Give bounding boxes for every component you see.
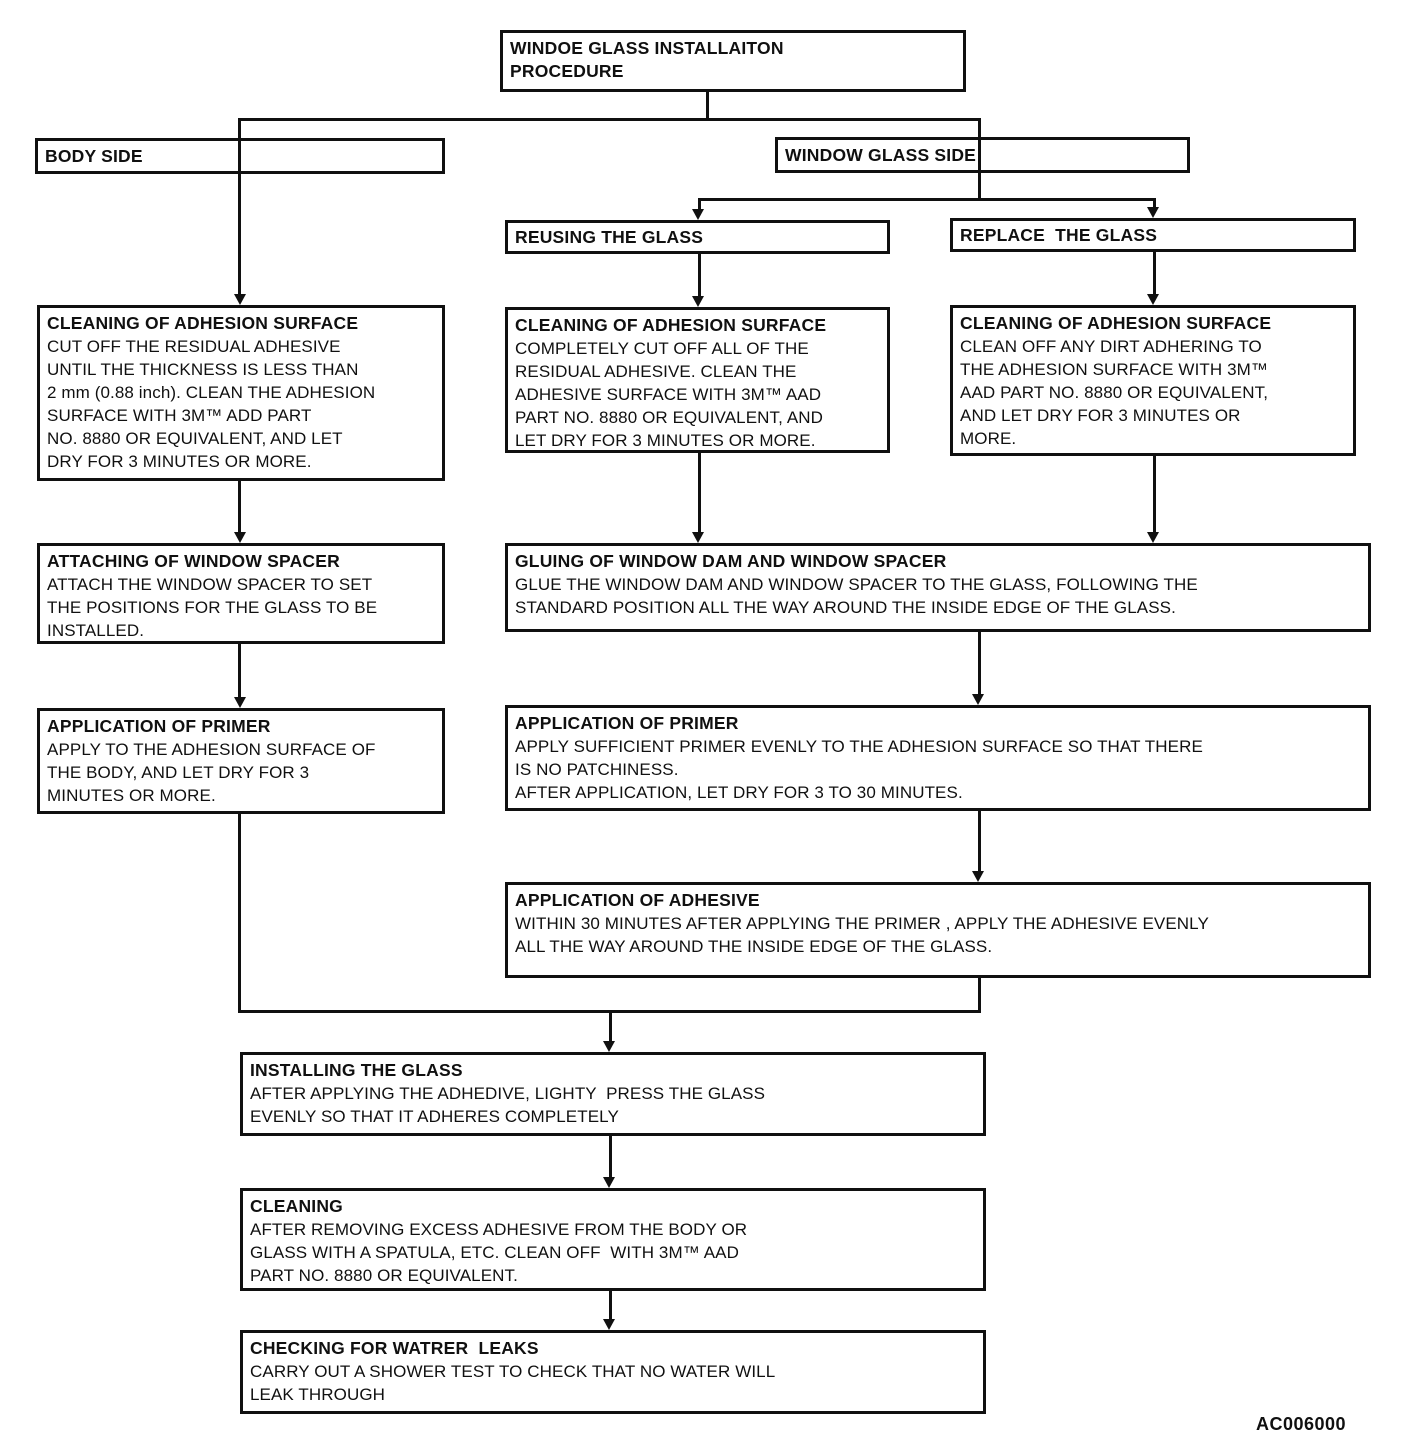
flow-box-cleaning-adhesion-body: CLEANING OF ADHESION SURFACE CUT OFF THE… (37, 305, 445, 481)
connector-line (1153, 456, 1156, 534)
connector-line (978, 811, 981, 873)
flow-box-application-primer-glass: APPLICATION OF PRIMER APPLY SUFFICIENT P… (505, 705, 1371, 811)
flow-box-cleaning-adhesion-replace: CLEANING OF ADHESION SURFACE CLEAN OFF A… (950, 305, 1356, 456)
connector-line (978, 978, 981, 1013)
connector-line (706, 92, 709, 121)
flow-box-application-adhesive: APPLICATION OF ADHESIVE WITHIN 30 MINUTE… (505, 882, 1371, 978)
node-heading: APPLICATION OF PRIMER (47, 716, 271, 736)
connector-line (1153, 198, 1156, 208)
node-body: APPLY SUFFICIENT PRIMER EVENLY TO THE AD… (515, 737, 1203, 802)
connector-line (698, 453, 701, 534)
node-heading: INSTALLING THE GLASS (250, 1060, 463, 1080)
connector-arrowhead (692, 296, 704, 307)
flow-box-installing-the-glass: INSTALLING THE GLASS AFTER APPLYING THE … (240, 1052, 986, 1136)
connector-line (698, 198, 701, 210)
flow-box-cleaning: CLEANING AFTER REMOVING EXCESS ADHESIVE … (240, 1188, 986, 1291)
node-heading: CLEANING OF ADHESION SURFACE (960, 313, 1272, 333)
node-body: GLUE THE WINDOW DAM AND WINDOW SPACER TO… (515, 575, 1198, 617)
flow-box-window-glass-side: WINDOW GLASS SIDE (775, 137, 1190, 173)
flow-box-checking-water-leaks: CHECKING FOR WATRER LEAKS CARRY OUT A SH… (240, 1330, 986, 1414)
node-body: APPLY TO THE ADHESION SURFACE OF THE BOD… (47, 740, 376, 805)
connector-arrowhead (603, 1041, 615, 1052)
connector-line (609, 1291, 612, 1321)
connector-arrowhead (603, 1177, 615, 1188)
node-heading: REUSING THE GLASS (515, 227, 704, 247)
connector-line (978, 632, 981, 696)
node-heading: CLEANING OF ADHESION SURFACE (515, 315, 827, 335)
node-body: COMPLETELY CUT OFF ALL OF THE RESIDUAL A… (515, 339, 824, 450)
flow-box-gluing-window-dam-spacer: GLUING OF WINDOW DAM AND WINDOW SPACER G… (505, 543, 1371, 632)
connector-arrowhead (234, 294, 246, 305)
connector-arrowhead (972, 694, 984, 705)
node-heading: WINDOW GLASS SIDE (785, 145, 977, 165)
node-body: AFTER APPLYING THE ADHEDIVE, LIGHTY PRES… (250, 1084, 766, 1126)
connector-line (609, 1010, 612, 1043)
connector-arrowhead (1147, 207, 1159, 218)
flow-box-title: WINDOE GLASS INSTALLAITON PROCEDURE (500, 30, 966, 92)
connector-line (978, 118, 981, 201)
node-body: AFTER REMOVING EXCESS ADHESIVE FROM THE … (250, 1220, 748, 1285)
node-body: CLEAN OFF ANY DIRT ADHERING TO THE ADHES… (960, 337, 1269, 448)
figure-code-label: AC006000 (1256, 1414, 1347, 1434)
connector-line (238, 814, 241, 1013)
node-body: CUT OFF THE RESIDUAL ADHESIVE UNTIL THE … (47, 337, 376, 471)
node-heading: APPLICATION OF ADHESIVE (515, 890, 760, 910)
connector-arrowhead (234, 697, 246, 708)
connector-line (238, 118, 241, 296)
connector-arrowhead (1147, 532, 1159, 543)
connector-line (238, 118, 981, 121)
node-body: ATTACH THE WINDOW SPACER TO SET THE POSI… (47, 575, 378, 640)
node-heading: CLEANING OF ADHESION SURFACE (47, 313, 359, 333)
flow-box-replace-the-glass: REPLACE THE GLASS (950, 218, 1356, 252)
connector-line (609, 1136, 612, 1179)
node-heading: ATTACHING OF WINDOW SPACER (47, 551, 340, 571)
flow-box-application-primer-body: APPLICATION OF PRIMER APPLY TO THE ADHES… (37, 708, 445, 814)
node-body: WITHIN 30 MINUTES AFTER APPLYING THE PRI… (515, 914, 1209, 956)
node-heading: CHECKING FOR WATRER LEAKS (250, 1338, 539, 1358)
flow-box-reusing-the-glass: REUSING THE GLASS (505, 220, 890, 254)
connector-line (698, 198, 1156, 201)
connector-line (1153, 252, 1156, 296)
flow-box-attaching-window-spacer: ATTACHING OF WINDOW SPACER ATTACH THE WI… (37, 543, 445, 644)
connector-line (238, 644, 241, 699)
connector-arrowhead (1147, 294, 1159, 305)
flow-box-cleaning-adhesion-reuse: CLEANING OF ADHESION SURFACE COMPLETELY … (505, 307, 890, 453)
connector-arrowhead (972, 871, 984, 882)
node-heading: CLEANING (250, 1196, 343, 1216)
node-heading: BODY SIDE (45, 146, 143, 166)
node-heading: GLUING OF WINDOW DAM AND WINDOW SPACER (515, 551, 947, 571)
connector-line (238, 481, 241, 534)
connector-arrowhead (692, 209, 704, 220)
node-heading: REPLACE THE GLASS (960, 225, 1158, 245)
connector-arrowhead (692, 532, 704, 543)
node-heading: WINDOE GLASS INSTALLAITON PROCEDURE (510, 38, 784, 81)
connector-arrowhead (234, 532, 246, 543)
connector-arrowhead (603, 1319, 615, 1330)
node-heading: APPLICATION OF PRIMER (515, 713, 739, 733)
connector-line (698, 254, 701, 298)
node-body: CARRY OUT A SHOWER TEST TO CHECK THAT NO… (250, 1362, 776, 1404)
